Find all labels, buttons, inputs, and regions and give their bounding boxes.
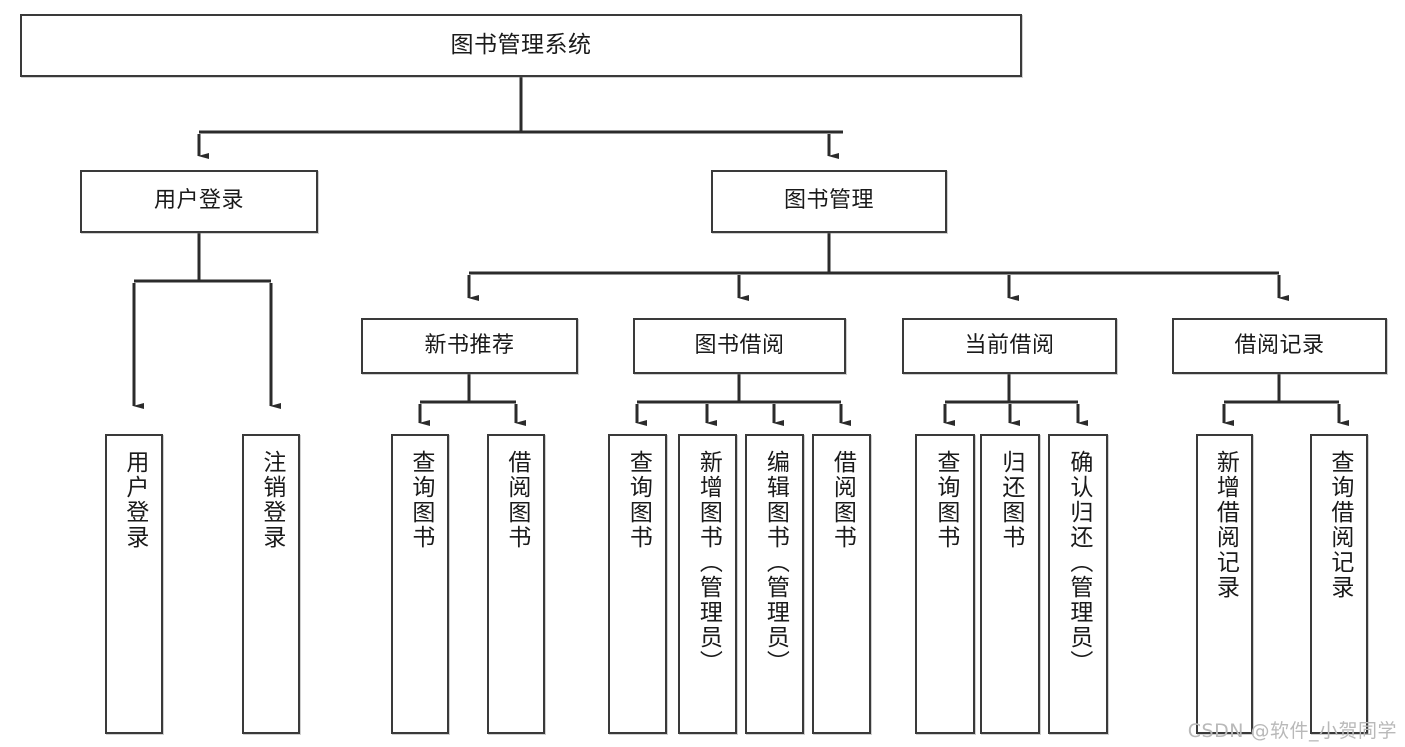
leaf-add-book-admin-label: 新增图书（管理员） [695,450,722,675]
node-user-login[interactable]: 用户登录 [80,170,318,233]
leaf-edit-book-admin-label: 编辑图书（管理员） [762,450,789,675]
node-current-borrow-label: 当前借阅 [964,332,1055,358]
leaf-user-login-label: 用户登录 [121,450,148,550]
node-current-borrow[interactable]: 当前借阅 [902,318,1117,374]
leaf-add-borrow-record-label: 新增借阅记录 [1212,450,1239,600]
leaf-query-book-2-label: 查询图书 [625,450,652,550]
leaf-query-book-3[interactable]: 查询图书 [915,434,975,734]
node-user-login-label: 用户登录 [153,188,244,214]
leaf-borrow-book-2[interactable]: 借阅图书 [812,434,871,734]
leaf-confirm-return-admin-label: 确认归还（管理员） [1065,450,1092,675]
node-borrow-record[interactable]: 借阅记录 [1172,318,1387,374]
node-new-book-recommend[interactable]: 新书推荐 [361,318,578,374]
leaf-user-logout[interactable]: 注销登录 [242,434,300,734]
leaf-borrow-book-1-label: 借阅图书 [503,450,530,550]
leaf-user-login[interactable]: 用户登录 [105,434,163,734]
leaf-query-book-3-label: 查询图书 [932,450,959,550]
leaf-query-borrow-record[interactable]: 查询借阅记录 [1310,434,1368,734]
leaf-query-book-1-label: 查询图书 [407,450,434,550]
node-borrow-record-label: 借阅记录 [1234,332,1325,358]
node-book-manage[interactable]: 图书管理 [711,170,947,233]
leaf-add-book-admin[interactable]: 新增图书（管理员） [678,434,737,734]
node-book-manage-label: 图书管理 [783,188,874,214]
leaf-add-borrow-record[interactable]: 新增借阅记录 [1196,434,1253,734]
node-book-borrow-label: 图书借阅 [694,332,785,358]
leaf-user-logout-label: 注销登录 [258,450,285,550]
leaf-borrow-book-2-label: 借阅图书 [829,450,856,550]
leaf-return-book-label: 归还图书 [997,450,1024,550]
node-root-label: 图书管理系统 [450,31,592,58]
leaf-edit-book-admin[interactable]: 编辑图书（管理员） [745,434,804,734]
leaf-query-book-1[interactable]: 查询图书 [391,434,449,734]
leaf-borrow-book-1[interactable]: 借阅图书 [487,434,545,734]
node-new-book-recommend-label: 新书推荐 [424,332,515,358]
leaf-query-borrow-record-label: 查询借阅记录 [1326,450,1353,600]
leaf-confirm-return-admin[interactable]: 确认归还（管理员） [1048,434,1108,734]
leaf-query-book-2[interactable]: 查询图书 [608,434,667,734]
node-book-borrow[interactable]: 图书借阅 [633,318,846,374]
node-root[interactable]: 图书管理系统 [20,14,1022,77]
csdn-watermark: CSDN @软件_小贺同学 [1187,720,1397,742]
leaf-return-book[interactable]: 归还图书 [980,434,1040,734]
